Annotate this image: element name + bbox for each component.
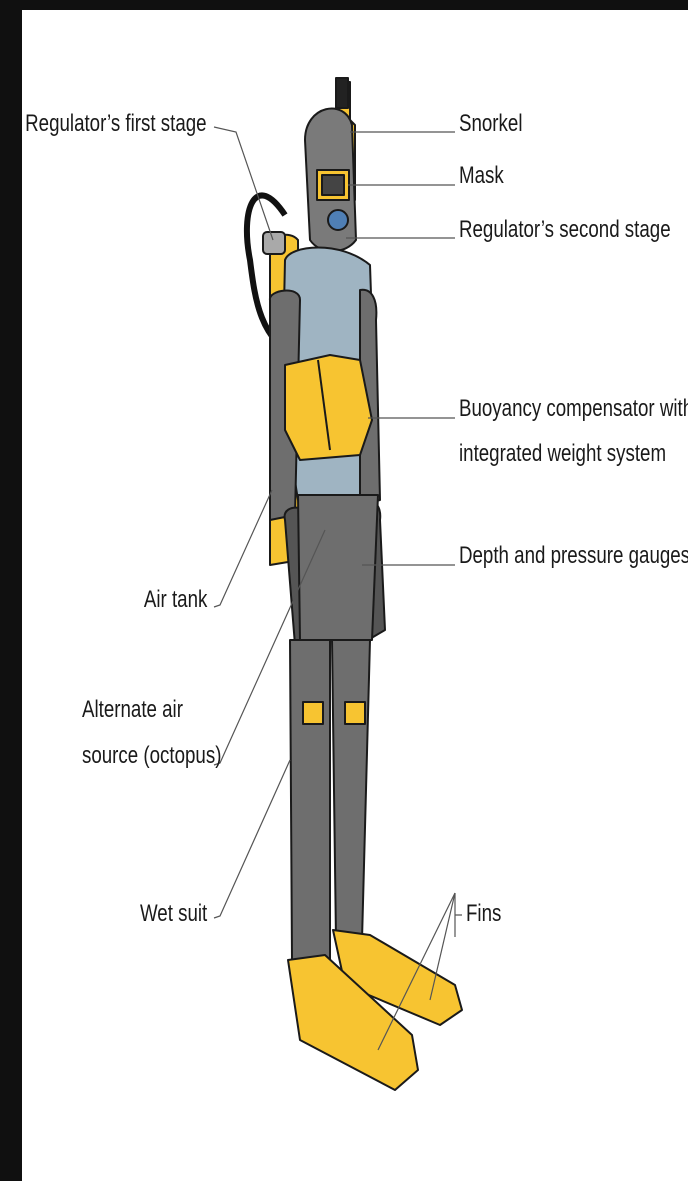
hips [298, 495, 378, 640]
label-snorkel: Snorkel [459, 110, 522, 138]
label-bcd-line2: integrated weight system [459, 440, 666, 468]
left-leg [290, 640, 330, 960]
label-bcd-line1: Buoyancy compensator with [459, 395, 688, 423]
leader-first-stage [214, 127, 273, 240]
first-stage-shape [263, 232, 285, 254]
second-stage-shape [328, 210, 348, 230]
leader-air-tank [214, 490, 272, 607]
leader-wet-suit [214, 760, 290, 918]
right-leg [332, 640, 370, 940]
label-wet-suit: Wet suit [140, 900, 207, 928]
label-alt-air-line1: Alternate air [82, 696, 183, 724]
label-regulator-first-stage: Regulator’s first stage [26, 110, 207, 138]
label-air-tank: Air tank [144, 586, 207, 614]
label-gauges: Depth and pressure gauges [459, 542, 688, 570]
label-fins: Fins [466, 900, 501, 928]
label-regulator-second-stage: Regulator’s second stage [459, 216, 671, 244]
label-mask: Mask [459, 162, 504, 190]
label-alt-air-line2: source (octopus) [82, 742, 221, 770]
leader-fins [455, 893, 462, 937]
